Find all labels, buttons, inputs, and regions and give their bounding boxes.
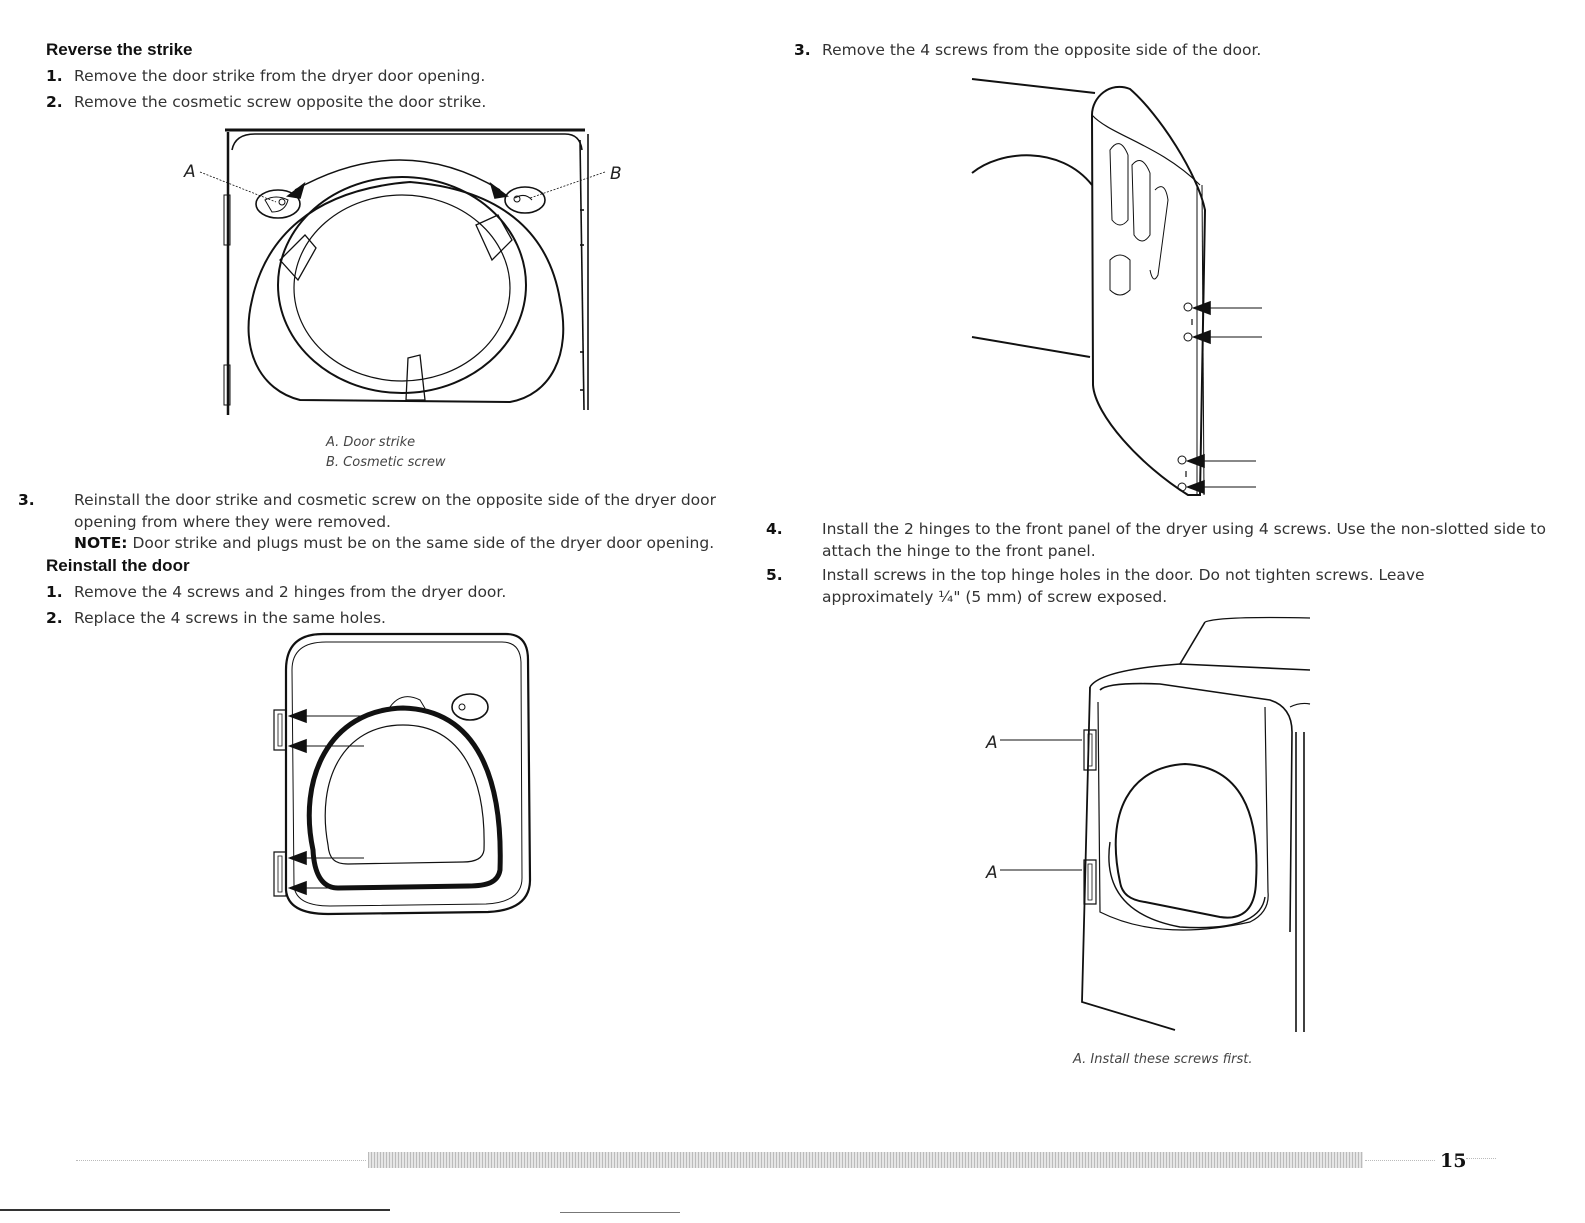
step-text: Remove the 4 screws and 2 hinges from th… [74, 583, 507, 601]
step-number: 2. [46, 609, 63, 627]
bottom-edge-rule-right [560, 1212, 680, 1213]
section-heading-reinstall-door: Reinstall the door [46, 556, 190, 575]
step-number: 1. [46, 67, 63, 85]
figure-label-a-top: A [986, 733, 998, 753]
step-text: Replace the 4 screws in the same holes. [74, 609, 386, 627]
step-text: Reinstall the door strike and cosmetic s… [74, 491, 717, 531]
footer-rule-left [76, 1160, 366, 1161]
right-step-4: 4. Install the 2 hinges to the front pane… [766, 518, 1562, 562]
dryer-opening-illustration [180, 120, 630, 420]
step-number: 4. [766, 520, 783, 538]
step-number: 3. [794, 41, 811, 59]
strike-step-1: 1. Remove the door strike from the dryer … [46, 65, 726, 87]
door-side-screws-illustration [960, 75, 1280, 510]
door-step-2: 2. Replace the 4 screws in the same holes… [46, 607, 726, 629]
step-text: Remove the door strike from the dryer do… [74, 67, 486, 85]
footer-rule-right [1365, 1160, 1435, 1161]
strike-step-3: 3. Reinstall the door strike and cosmetic… [18, 489, 754, 533]
footer-bar [368, 1152, 1363, 1168]
strike-note: NOTE: Door strike and plugs must be on t… [74, 532, 734, 554]
step-number: 3. [18, 491, 35, 509]
section-heading-reverse-strike: Reverse the strike [46, 40, 193, 59]
page-number: 15 [1440, 1150, 1467, 1172]
step-number: 5. [766, 566, 783, 584]
step-number: 2. [46, 93, 63, 111]
step-text: Remove the 4 screws from the opposite si… [822, 41, 1262, 59]
footer-rule-end [1466, 1158, 1496, 1159]
right-step-3: 3. Remove the 4 screws from the opposite … [794, 39, 1534, 61]
step-text: Remove the cosmetic screw opposite the d… [74, 93, 487, 111]
door-step-1: 1. Remove the 4 screws and 2 hinges from … [46, 581, 726, 603]
note-text: Door strike and plugs must be on the sam… [127, 534, 715, 552]
figure-label-b: B [610, 164, 622, 184]
figure-label-a-bottom: A [986, 863, 998, 883]
step-text: Install the 2 hinges to the front panel … [822, 520, 1546, 560]
step-number: 1. [46, 583, 63, 601]
figure-label-a: A [184, 162, 196, 182]
note-label: NOTE: [74, 534, 128, 552]
bottom-edge-rule [0, 1209, 390, 1211]
figure-caption-b: B. Cosmetic screw [326, 455, 446, 470]
right-step-5: 5. Install screws in the top hinge holes … [766, 564, 1522, 608]
dryer-door-hinges-illustration [268, 630, 538, 920]
dryer-front-hinges-illustration [1060, 612, 1330, 1037]
figure-caption-install: A. Install these screws first. [1073, 1052, 1253, 1067]
step-text: Install screws in the top hinge holes in… [822, 566, 1425, 606]
figure-caption-a: A. Door strike [326, 435, 416, 450]
strike-step-2: 2. Remove the cosmetic screw opposite the… [46, 91, 726, 113]
